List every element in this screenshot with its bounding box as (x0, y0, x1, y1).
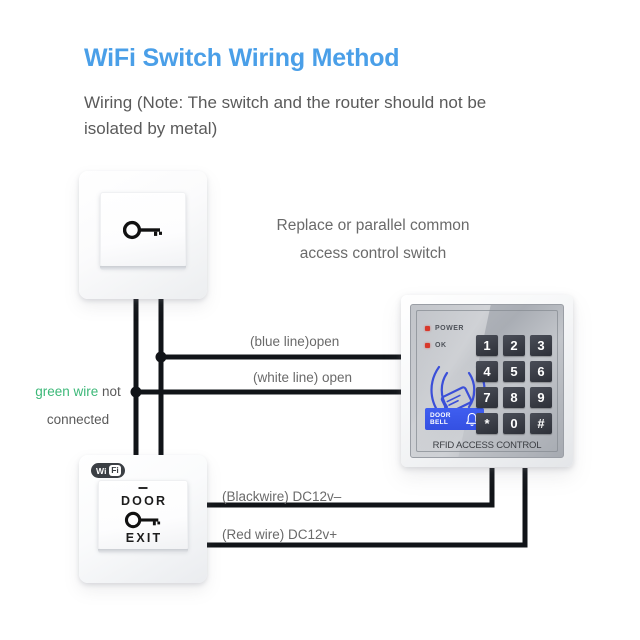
keypad[interactable]: 1 2 3 4 5 6 7 8 9 * 0 # (476, 335, 552, 434)
exit-label-door: DOOR (120, 494, 168, 508)
key-5[interactable]: 5 (503, 361, 525, 382)
key-2[interactable]: 2 (503, 335, 525, 356)
replace-note-line1: Replace or parallel common (276, 217, 470, 234)
key-star[interactable]: * (476, 413, 498, 434)
key-hash[interactable]: # (530, 413, 552, 434)
red-wire-value: DC12v+ (288, 527, 338, 542)
key-7[interactable]: 7 (476, 387, 498, 408)
bell-icon (466, 412, 478, 426)
ok-led-row: OK (425, 342, 447, 349)
power-led-icon (425, 326, 430, 331)
white-line-label: (white line) open (253, 370, 353, 385)
exit-label-exit: EXIT (125, 531, 163, 545)
wifi-badge: Wi Fi (91, 463, 126, 478)
key-6[interactable]: 6 (530, 361, 552, 382)
green-wire-text: green wire (35, 384, 99, 399)
key-3[interactable]: 3 (530, 335, 552, 356)
red-wire-label: (Red wire) DC12v+ (222, 527, 337, 542)
page-subtitle: Wiring (Note: The switch and the router … (84, 93, 487, 138)
key-icon (123, 220, 162, 239)
rfid-access-control-device[interactable]: POWER OK (401, 295, 573, 467)
green-wire-line2: connected (46, 412, 110, 427)
key-0[interactable]: 0 (503, 413, 525, 434)
power-led-row: POWER (425, 325, 464, 332)
blue-line-state: open (309, 334, 340, 349)
power-led-label: POWER (435, 325, 464, 332)
green-wire-note: green wire not connected (22, 378, 134, 434)
key-8[interactable]: 8 (503, 387, 525, 408)
key-9[interactable]: 9 (530, 387, 552, 408)
rfid-panel: POWER OK (410, 304, 564, 458)
blue-line-text: (blue line) (250, 334, 310, 349)
key-1[interactable]: 1 (476, 335, 498, 356)
wifi-badge-fi: Fi (108, 465, 122, 476)
door-bell-button[interactable]: DOOR BELL (425, 408, 484, 430)
ok-led-icon (425, 343, 430, 348)
rfid-panel-border (416, 310, 558, 452)
replace-note-line2: access control switch (299, 245, 447, 262)
switch-rocker[interactable] (100, 192, 186, 270)
exit-button-face[interactable]: DOOR EXIT (98, 480, 188, 553)
key-icon (124, 511, 161, 529)
rfid-caption: RFID ACCESS CONTROL (432, 440, 542, 451)
door-bell-text: DOOR BELL (430, 412, 451, 427)
wifi-badge-wi: Wi (96, 465, 107, 476)
door-bell-line2: BELL (430, 419, 449, 426)
page-title: WiFi Switch Wiring Method (84, 44, 400, 72)
ok-led-label: OK (435, 342, 447, 349)
key-4[interactable]: 4 (476, 361, 498, 382)
wire-junction-dots (130, 351, 167, 398)
blue-line-label: (blue line)open (250, 334, 339, 349)
door-bell-line1: DOOR (430, 411, 451, 419)
black-wire-label: (Blackwire) DC12v– (222, 489, 342, 504)
green-wire-rest: not (102, 384, 121, 399)
wifi-door-exit-switch[interactable]: Wi Fi DOOR EXIT (79, 455, 207, 583)
red-wire-text: (Red wire) (222, 527, 285, 542)
replace-switch-note: Replace or parallel common access contro… (248, 212, 498, 268)
exit-button-dash (138, 487, 148, 489)
common-access-control-switch[interactable] (79, 171, 207, 299)
